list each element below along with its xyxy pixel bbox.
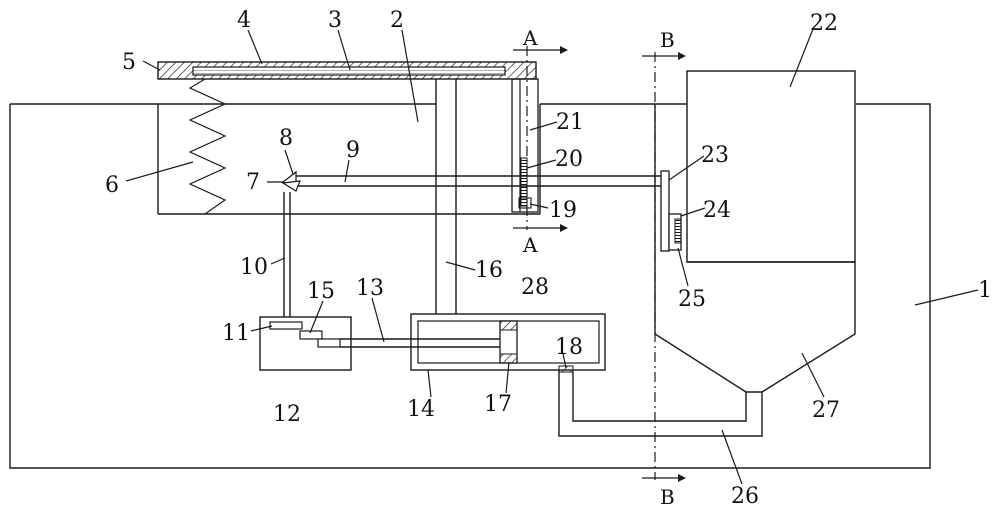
label-27: 27	[812, 398, 840, 423]
label-18: 18	[555, 335, 583, 360]
label-16: 16	[475, 258, 503, 283]
bevel-gear	[281, 170, 301, 192]
reference-numerals: 1 2 3 4 5 6 7 8 9 10 11 12 13 14 15 16 1…	[105, 8, 992, 509]
top-plate	[157, 61, 537, 80]
label-4: 4	[237, 8, 251, 33]
label-14: 14	[407, 397, 435, 422]
section-line-a: A A	[513, 26, 568, 257]
label-28: 28	[521, 275, 549, 300]
label-13: 13	[356, 276, 384, 301]
vertical-rod	[283, 192, 291, 322]
section-a-bottom-label: A	[522, 233, 538, 257]
section-b-top-label: B	[660, 28, 675, 52]
label-11: 11	[222, 321, 250, 346]
vertical-shaft	[435, 79, 457, 314]
rack-column	[511, 78, 539, 213]
label-5: 5	[122, 50, 136, 75]
label-26: 26	[731, 484, 759, 509]
label-7: 7	[246, 170, 260, 195]
label-19: 19	[549, 198, 577, 223]
section-a-top-label: A	[522, 26, 538, 50]
label-23: 23	[701, 143, 729, 168]
section-b-bottom-label: B	[660, 485, 675, 509]
horizontal-rod	[296, 175, 665, 187]
label-2: 2	[390, 8, 404, 33]
motor-box	[259, 316, 352, 371]
main-housing	[9, 103, 931, 469]
label-20: 20	[555, 147, 583, 172]
leader-lines	[125, 28, 979, 485]
label-24: 24	[703, 198, 731, 223]
label-3: 3	[328, 8, 342, 33]
label-25: 25	[678, 287, 706, 312]
label-21: 21	[556, 110, 584, 135]
side-plate	[660, 170, 682, 252]
label-8: 8	[279, 126, 293, 151]
label-22: 22	[810, 11, 838, 36]
cylinder	[410, 313, 606, 373]
hopper	[654, 70, 856, 393]
label-1: 1	[978, 278, 992, 303]
label-17: 17	[484, 392, 512, 417]
pipe	[558, 370, 763, 437]
label-6: 6	[105, 173, 119, 198]
label-12: 12	[273, 402, 301, 427]
section-line-b: B B	[642, 28, 686, 509]
label-9: 9	[346, 138, 360, 163]
label-10: 10	[240, 255, 268, 280]
label-15: 15	[307, 279, 335, 304]
upper-chamber	[157, 104, 541, 215]
spring	[188, 78, 227, 215]
